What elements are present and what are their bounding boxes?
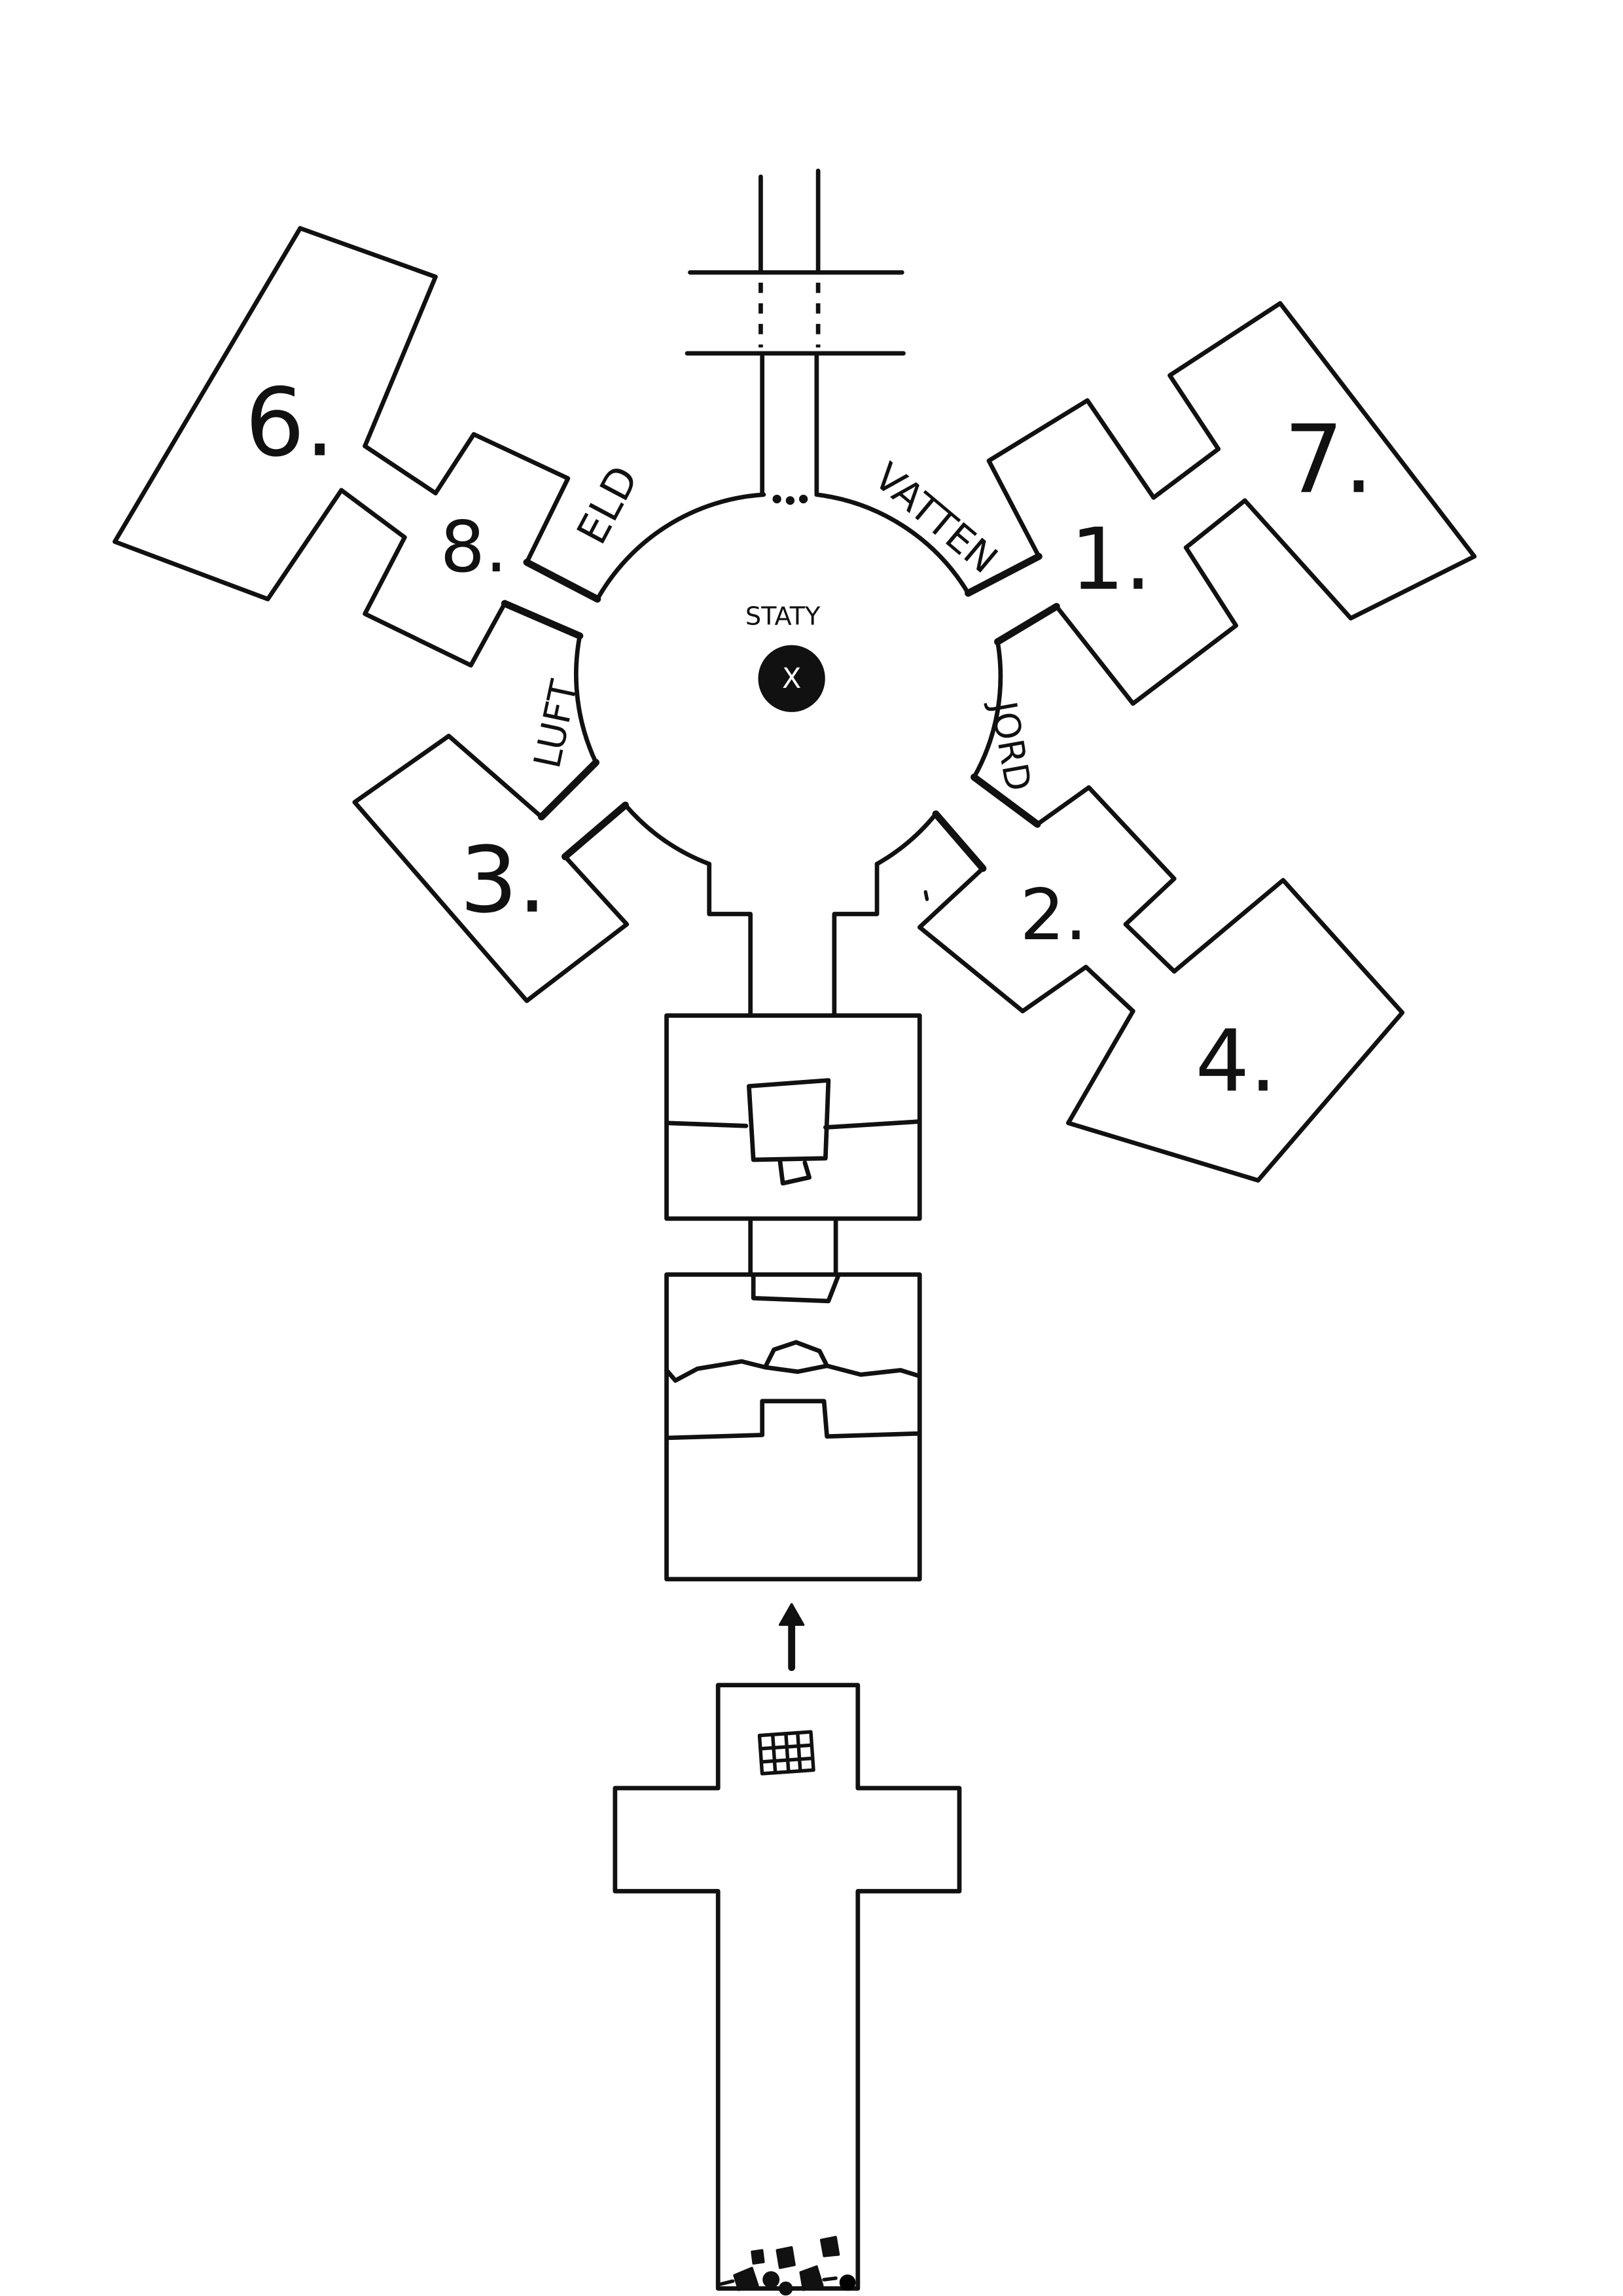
raised-platform-line	[664, 1399, 922, 1441]
chamber-arc-north-east	[814, 492, 971, 596]
statue-label: STATY	[745, 602, 821, 631]
threshold-dot	[799, 494, 808, 504]
chamber-arc-south-east	[874, 812, 938, 867]
cross-room-walls	[613, 1683, 962, 2291]
room-2-walls-lower	[917, 866, 1088, 1014]
room-divider-left	[664, 1121, 749, 1128]
corridor-6-8-wall-upper	[363, 444, 438, 495]
vatten-corridor	[965, 552, 1060, 645]
room-8-walls-upper	[433, 432, 571, 565]
room-small-step	[777, 1157, 812, 1186]
room-1-walls-upper	[986, 398, 1156, 559]
south-passage-wall-left	[707, 861, 753, 1018]
rubble-stone	[778, 2281, 793, 2296]
room-pillar-block	[747, 1078, 831, 1162]
chamber-arc-west	[573, 634, 598, 765]
rubble-stone	[733, 2267, 759, 2291]
room-3-walls	[352, 734, 630, 1003]
arrow-up-icon	[778, 1603, 805, 1672]
room-2-label: 2.	[1020, 874, 1087, 956]
corridor-2-4-wall-lower	[1083, 965, 1135, 1014]
corridor-1-7-wall-upper	[1151, 446, 1221, 500]
crack-line-left	[664, 1359, 768, 1383]
vatten-corridor-wall-lower	[994, 603, 1060, 645]
room-1-label: 1.	[1070, 510, 1151, 609]
statue-marker-icon	[758, 645, 825, 712]
room-2-walls-upper	[1035, 785, 1177, 927]
luft-corridor-wall-lower	[561, 801, 629, 861]
vatten-corridor-wall-upper	[965, 552, 1043, 597]
room-6-walls	[113, 226, 438, 601]
jord-corridor-wall-upper	[971, 774, 1041, 828]
room-entry-ledge	[751, 1272, 841, 1304]
rubble-stone-outline	[839, 2274, 856, 2291]
rubble-stone	[799, 2265, 824, 2291]
eld-corridor-wall-lower	[501, 600, 584, 639]
room-8-label: 8.	[440, 507, 508, 588]
rubble-stone	[762, 2271, 780, 2288]
threshold-dot	[772, 494, 781, 504]
room-1-walls-lower	[1054, 545, 1239, 706]
rubble-stone	[819, 2236, 840, 2257]
corridor-2-4-wall-upper	[1123, 922, 1177, 974]
jord-corridor-wall-lower	[932, 810, 987, 872]
rubble-stone	[776, 2246, 796, 2269]
rubble-stone	[751, 2249, 765, 2265]
room-2-tick	[923, 890, 929, 901]
jord-corridor	[932, 774, 1041, 872]
south-passage-wall-right	[832, 861, 880, 1018]
cross-room	[613, 1683, 962, 2296]
room-7-label: 7.	[1284, 404, 1374, 514]
square-room-upper	[664, 1013, 922, 1221]
square-room-lower	[664, 1272, 922, 1582]
square-room-upper-walls	[664, 1013, 922, 1221]
north-passage	[685, 168, 906, 505]
square-room-lower-walls	[664, 1272, 922, 1582]
room-4-walls	[1065, 878, 1405, 1183]
rubble-icon	[719, 2236, 856, 2296]
grate-bars	[758, 1731, 815, 1775]
statue-marker-x: X	[782, 662, 801, 695]
luft-corridor	[538, 759, 629, 861]
corridor-1-7-wall-lower	[1183, 498, 1247, 550]
grate-icon	[757, 1730, 815, 1776]
room-6-label: 6.	[245, 368, 334, 478]
chamber-arc-south-west	[623, 802, 712, 867]
eld-corridor	[501, 558, 601, 639]
map-drawing	[113, 168, 1477, 2296]
chamber-arc-north-west	[595, 492, 766, 601]
room-4-label: 4.	[1195, 1011, 1276, 1111]
room-divider-right	[823, 1119, 922, 1130]
rubble-scratch	[719, 2276, 838, 2286]
room-7-walls	[1168, 301, 1477, 620]
corridor-6-8-wall-lower	[339, 488, 407, 540]
crack-stone	[762, 1340, 829, 1374]
statue-marker-disc	[758, 645, 825, 712]
room-3-label: 3.	[459, 827, 546, 933]
arrow-head	[778, 1603, 805, 1626]
central-chamber	[573, 492, 1003, 867]
chamber-arc-east	[972, 639, 1003, 780]
threshold-dot	[785, 496, 795, 505]
eld-corridor-wall-upper	[523, 558, 601, 603]
luft-corridor-wall-upper	[538, 759, 600, 821]
crack-line-right	[825, 1363, 922, 1378]
room-8-walls-lower	[363, 535, 507, 668]
